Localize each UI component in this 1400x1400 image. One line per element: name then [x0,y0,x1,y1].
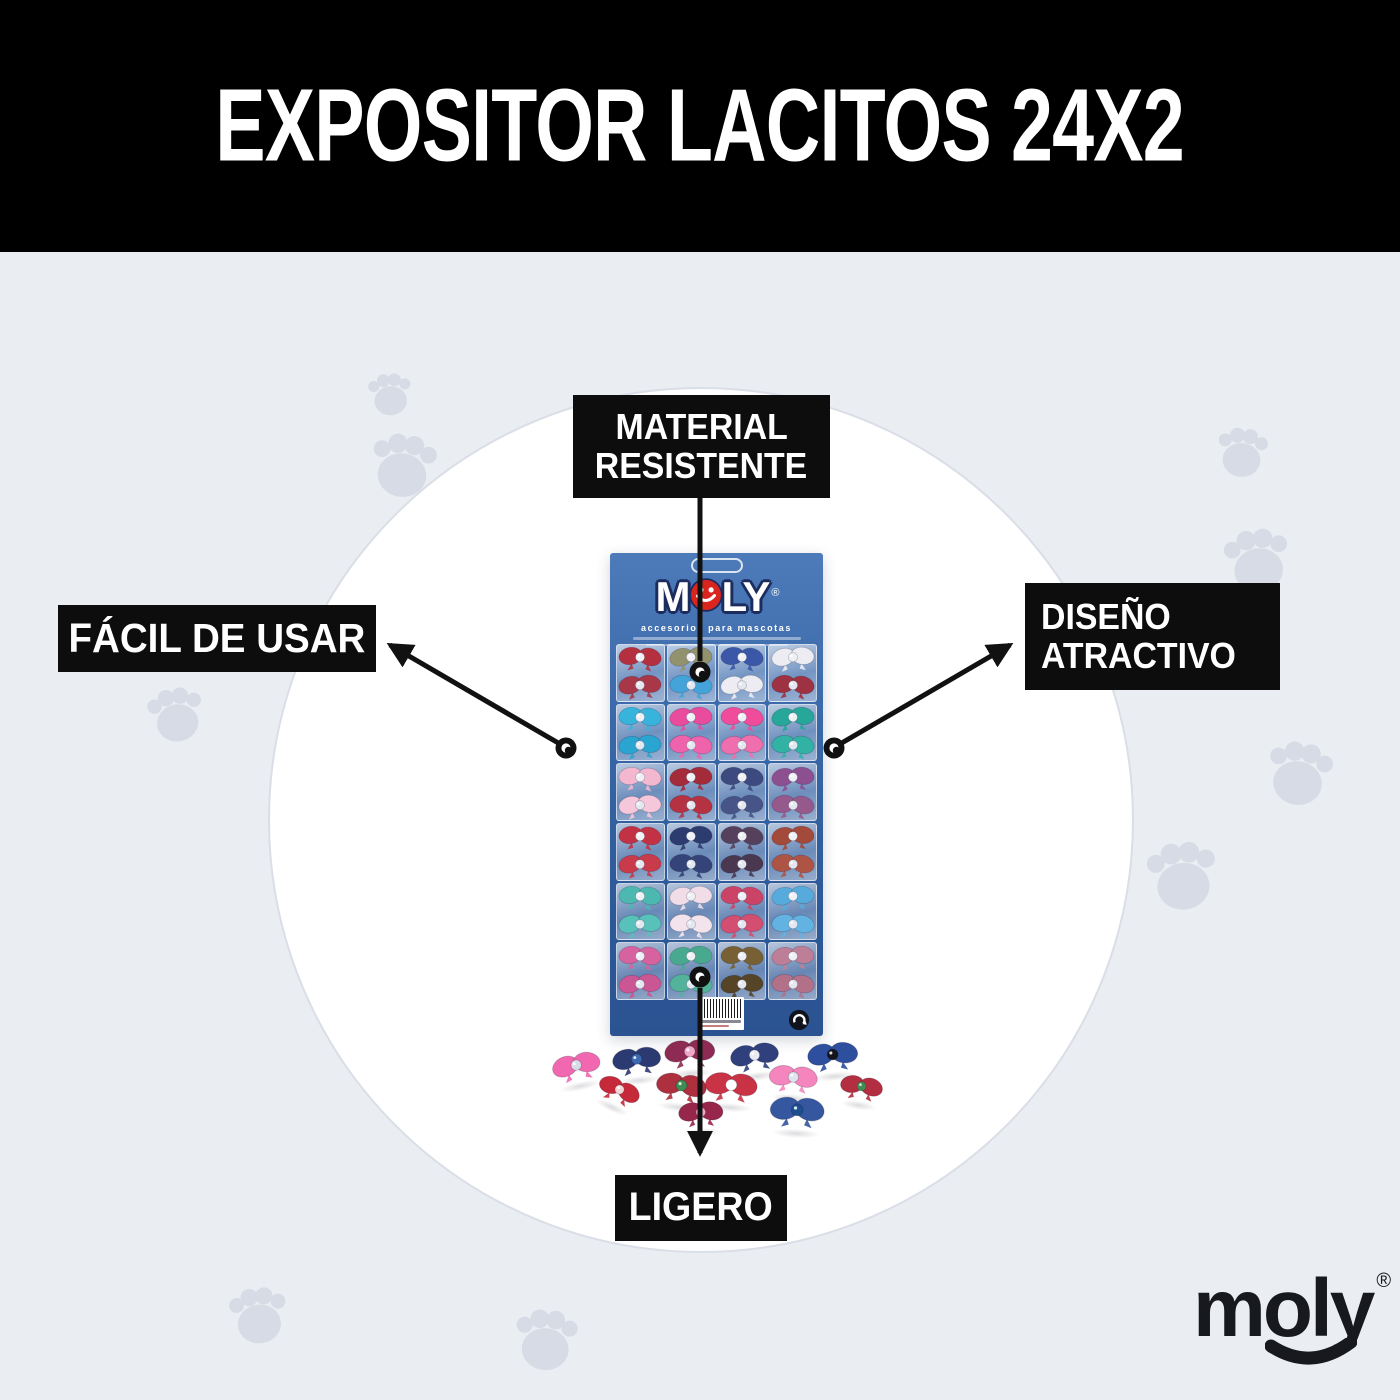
page-title: EXPOSITOR LACITOS 24X2 [215,68,1185,183]
header-bar: EXPOSITOR LACITOS 24X2 [0,0,1400,252]
blister-pack [717,644,767,702]
footer-registered-mark: ® [1376,1270,1392,1292]
blister-pack [616,942,665,1000]
blister-pack [616,823,665,881]
brand-wordmark: M LY® [655,573,780,621]
paw-print-icon [1133,823,1232,922]
loose-bow [768,1092,826,1139]
smiley-face-icon [688,578,723,612]
brand-letter-m: M [655,573,691,620]
paw-print-icon [1252,722,1349,819]
loose-bow [610,1042,663,1087]
barcode-ref [701,1025,729,1027]
blister-pack [717,942,767,1000]
paw-print-icon [1207,414,1279,486]
loose-bow [805,1038,860,1083]
blister-pack [666,644,716,702]
card-fineprint-line [632,637,801,640]
callout-material-resistente: MATERIAL RESISTENTE [573,395,830,498]
recycle-icon [788,1009,810,1031]
blister-pack [768,703,817,762]
footer-logo: moly® [1193,1268,1393,1388]
brand-registered-mark: ® [771,587,780,599]
footer-smile-icon [1265,1338,1357,1365]
blister-pack [768,644,817,702]
blister-pack [717,703,767,762]
paw-print-icon [502,1292,589,1379]
blister-pack [666,823,716,881]
blister-pack [666,763,716,821]
brand-letters-ly: LY [721,573,771,620]
callout-facil-de-usar: FÁCIL DE USAR [58,605,376,672]
barcode-number [701,1020,741,1023]
product-card: M LY® accesorios para mascotas [610,553,823,1036]
blister-pack [768,882,817,941]
loose-bow [728,1037,783,1084]
loose-bow [703,1068,760,1114]
loose-bow [767,1060,820,1105]
blister-pack [616,882,665,941]
blister-pack [768,823,817,881]
brand-tagline: accesorios para mascotas [641,623,792,633]
blister-pack [616,763,665,821]
loose-bow [549,1046,605,1095]
blister-pack [616,644,665,702]
blister-pack [768,763,817,821]
blister-pack [666,882,716,941]
blister-pack [717,763,767,821]
blister-pack [616,703,665,762]
paw-print-icon [217,1271,299,1353]
blister-pack [666,703,716,762]
blister-pack [717,882,767,941]
bows-grid [616,644,817,1000]
card-fineprint-line [645,644,788,646]
hang-slot-icon [690,558,743,573]
loose-bow [837,1071,885,1114]
loose-bow [677,1098,725,1138]
blister-pack [717,823,767,881]
barcode [698,997,744,1030]
barcode-bars [701,999,741,1018]
callout-ligero: LIGERO [615,1175,787,1241]
footer-logo-text: moly [1193,1263,1375,1354]
loose-bow [591,1070,644,1120]
blister-pack [666,942,716,1000]
paw-print-icon [360,362,420,422]
blister-pack [768,942,817,1000]
card-branding: M LY® accesorios para mascotas [610,573,823,646]
callout-diseno-atractivo: DISEÑO ATRACTIVO [1025,583,1280,690]
paw-print-icon [135,671,218,754]
